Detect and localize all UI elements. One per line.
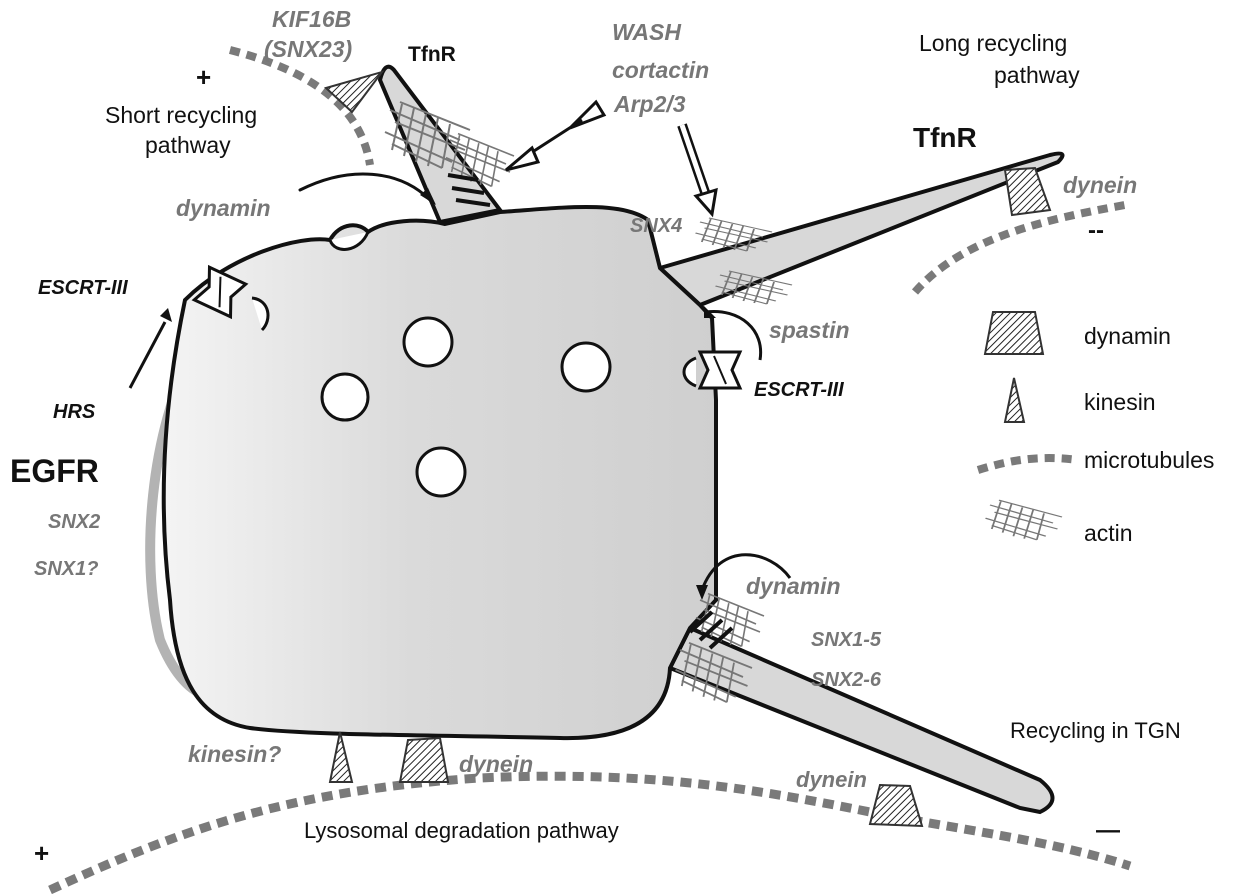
label-minus-bottom: —	[1096, 817, 1120, 844]
long-tubule	[660, 154, 1063, 305]
label-dynamin-top: dynamin	[176, 195, 271, 221]
wash-arrow-down-inner	[682, 125, 706, 195]
label-lysosomal: Lysosomal degradation pathway	[304, 818, 619, 843]
legend-microtubules-label: microtubules	[1084, 447, 1214, 473]
label-escrt-left: ESCRT-III	[38, 277, 128, 299]
label-short-recycling-line2: pathway	[145, 132, 231, 158]
label-escrt-right: ESCRT-III	[754, 379, 844, 401]
label-snx15: SNX1-5	[811, 629, 882, 651]
legend-actin-label: actin	[1084, 520, 1133, 546]
label-hrs: HRS	[53, 401, 96, 423]
label-dynein-tgn: dynein	[796, 767, 867, 792]
hrs-arrowhead	[160, 308, 172, 322]
label-plus-bottom: +	[34, 838, 49, 868]
label-snx26: SNX2-6	[811, 669, 882, 691]
legend-kinesin-icon	[1005, 378, 1024, 422]
legend-dynamin-icon	[985, 312, 1043, 354]
label-kif16b: KIF16B	[272, 6, 351, 32]
label-long-recycling-line2: pathway	[994, 62, 1080, 88]
intraluminal-vesicle-1	[404, 318, 452, 366]
legend-actin-icon	[986, 500, 1063, 540]
label-dynamin-bottom: dynamin	[746, 573, 841, 599]
label-long-recycling-line1: Long recycling	[919, 30, 1067, 56]
label-snx2: SNX2	[48, 511, 100, 533]
label-cortactin: cortactin	[612, 57, 709, 83]
label-recycling-tgn: Recycling in TGN	[1010, 718, 1181, 743]
wash-arrowhead-left	[506, 148, 538, 170]
label-minus-long: --	[1088, 217, 1104, 244]
dynein-motor-long	[1005, 168, 1050, 215]
wash-arrowhead-down	[696, 190, 716, 214]
label-egfr: EGFR	[10, 453, 99, 489]
hrs-arrow	[130, 322, 165, 388]
legend-microtubules-icon	[978, 458, 1078, 470]
label-dynein-bottom: dynein	[459, 751, 533, 777]
label-tfnr-short: TfnR	[408, 43, 456, 66]
label-plus-top: +	[196, 62, 211, 92]
dynein-motor-bottom	[400, 738, 448, 782]
dynamin-arrow-short	[300, 174, 430, 200]
intraluminal-vesicle-4	[417, 448, 465, 496]
label-short-recycling-line1: Short recycling	[105, 102, 257, 128]
kinesin-motor-short	[326, 72, 382, 112]
legend-kinesin-label: kinesin	[1084, 389, 1156, 415]
legend-dynamin-label: dynamin	[1084, 323, 1171, 349]
label-kinesin-q: kinesin?	[188, 741, 281, 767]
label-spastin: spastin	[769, 317, 850, 343]
label-snx4: SNX4	[630, 215, 682, 237]
short-tubule	[380, 67, 500, 222]
label-snx23: (SNX23)	[264, 36, 352, 62]
intraluminal-vesicle-3	[562, 343, 610, 391]
label-arp23: Arp2/3	[613, 91, 686, 117]
intraluminal-vesicle-2	[322, 374, 368, 420]
dynein-motor-tgn	[870, 785, 922, 826]
label-tfnr-long: TfnR	[913, 122, 977, 153]
label-wash: WASH	[612, 19, 681, 45]
kinesin-motor-bottom	[330, 732, 352, 782]
label-dynein-long: dynein	[1063, 172, 1137, 198]
label-snx1q: SNX1?	[34, 558, 98, 580]
